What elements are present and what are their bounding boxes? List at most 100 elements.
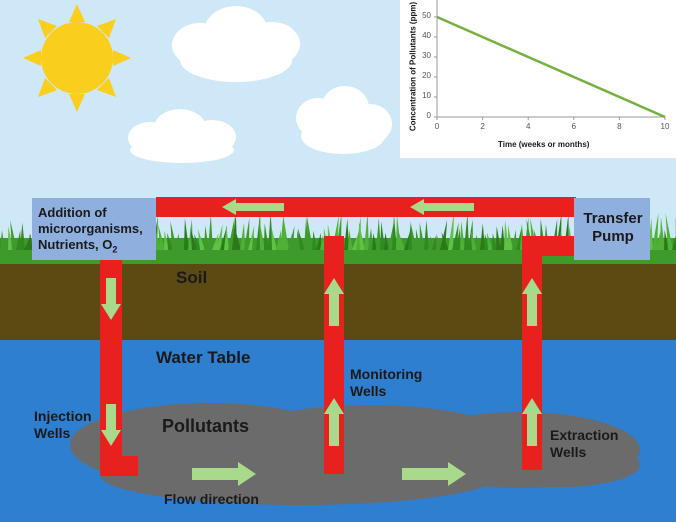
grass-blade xyxy=(167,232,173,250)
grass-blade xyxy=(652,212,659,250)
grass-blade xyxy=(464,213,469,250)
grass-blade xyxy=(348,229,353,250)
chart-x-tick-label: 8 xyxy=(617,122,622,131)
grass-blade xyxy=(28,233,33,250)
grass-blade xyxy=(252,234,257,250)
chart-x-tick-label: 0 xyxy=(434,122,440,131)
grass-blade xyxy=(448,212,454,250)
grass-blade xyxy=(432,235,437,250)
addition-label-line1: Addition of xyxy=(38,205,107,220)
chart-x-tick-label: 4 xyxy=(525,122,531,131)
injection-wells-label: Injection Wells xyxy=(34,408,92,442)
grass-blade xyxy=(380,221,385,250)
injection-well-pipe xyxy=(100,258,122,476)
addition-label-text: Nutrients, O xyxy=(38,237,113,252)
grass-blade xyxy=(297,228,305,250)
chart-x-tick-label: 2 xyxy=(480,122,485,131)
grass-blade xyxy=(224,226,229,250)
addition-label: Addition of microorganisms, Nutrients, O… xyxy=(38,205,143,258)
grass-blade xyxy=(456,228,461,250)
chart-series-line xyxy=(436,15,666,119)
grass-blade xyxy=(672,235,676,250)
grass-blade xyxy=(392,215,397,250)
chart-y-tick-label: 40 xyxy=(422,31,431,40)
grass-blade xyxy=(504,219,509,250)
grass-blade xyxy=(441,231,449,250)
grass-blade xyxy=(316,232,321,250)
chart-y-tick-label: 10 xyxy=(422,91,431,100)
grass-blade xyxy=(10,220,17,250)
pollutant-concentration-chart xyxy=(400,0,676,158)
grass-blade xyxy=(259,219,265,250)
grass-blade xyxy=(364,212,369,250)
grass-blade xyxy=(358,221,365,250)
grass-blade xyxy=(665,213,673,250)
grass-blade xyxy=(271,226,277,250)
grass-blade xyxy=(411,224,417,250)
water-table-label: Water Table xyxy=(156,348,251,367)
cloud-icon xyxy=(296,86,392,154)
injection-well-outlet xyxy=(100,456,138,476)
sun-icon xyxy=(23,4,131,112)
chart-x-tick-label: 10 xyxy=(660,122,670,131)
grass-blade xyxy=(204,225,209,250)
monitoring-wells-line2: Wells xyxy=(350,383,387,399)
grass-blade xyxy=(184,218,189,250)
grass-blade xyxy=(452,222,459,250)
grass-blade xyxy=(500,224,505,250)
grass-blade xyxy=(16,230,21,250)
grass-blade xyxy=(415,228,421,250)
grass-blade xyxy=(190,227,197,250)
chart-axes xyxy=(434,0,666,120)
grass-blade xyxy=(398,230,405,250)
grass-blade xyxy=(419,222,425,250)
grass-blade xyxy=(486,232,493,250)
grass-blade xyxy=(424,220,429,250)
pollutants-label: Pollutants xyxy=(162,416,250,436)
chart-x-axis-label: Time (weeks or months) xyxy=(498,140,590,149)
grass-blade xyxy=(484,233,489,250)
grass-blade xyxy=(320,235,325,250)
monitoring-wells-line1: Monitoring xyxy=(350,366,423,382)
arrow-icon xyxy=(101,199,542,486)
extraction-wells-line2: Wells xyxy=(550,444,587,460)
grass-blade xyxy=(283,216,289,250)
addition-label-line3: Nutrients, O2 xyxy=(38,237,143,258)
grass-blade xyxy=(158,224,165,250)
grass-blade xyxy=(470,230,477,250)
grass-blade xyxy=(264,223,269,250)
grass-blade xyxy=(208,214,213,250)
soil-label: Soil xyxy=(176,268,208,287)
chart-series xyxy=(436,15,666,119)
grass-blade xyxy=(476,234,481,250)
grass-blade xyxy=(344,218,349,250)
extraction-well-connector xyxy=(522,236,578,256)
chart-y-axis-label: Concentration of Pollutants (ppm) xyxy=(408,1,418,132)
grass-blade xyxy=(164,230,169,250)
grass-blade xyxy=(368,227,373,250)
grass-blade xyxy=(376,218,381,250)
grass-blade xyxy=(176,233,181,250)
grass-blade xyxy=(216,224,223,250)
grass-blade xyxy=(194,234,201,250)
flow-direction-label: Flow direction xyxy=(164,491,259,507)
chart-y-tick-label: 20 xyxy=(422,71,431,80)
chart-background xyxy=(400,0,676,158)
addition-label-line2: microorganisms, xyxy=(38,221,143,236)
grass-blade xyxy=(20,222,25,250)
monitoring-wells-label: Monitoring Wells xyxy=(350,366,422,400)
injection-wells-line1: Injection xyxy=(34,408,92,424)
grass-blade xyxy=(244,217,250,250)
grass-blade xyxy=(180,235,186,250)
grass-blade xyxy=(508,224,513,250)
grass-blade xyxy=(428,235,433,250)
pollutant-plume xyxy=(70,403,640,505)
cloud-icon xyxy=(172,6,300,82)
extraction-wells-label: Extraction Wells xyxy=(550,427,618,461)
transfer-pump-box xyxy=(574,198,650,260)
grass-blade xyxy=(384,232,389,250)
grass-blade xyxy=(240,222,245,250)
chart-y-tick-label: 0 xyxy=(426,111,431,120)
grass-blade xyxy=(212,233,219,250)
